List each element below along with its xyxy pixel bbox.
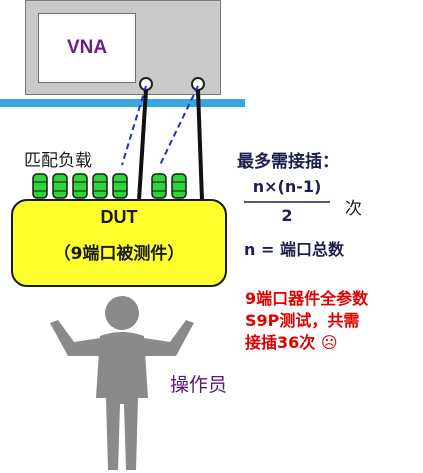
load-connector-icon xyxy=(92,173,108,199)
formula-heading: 最多需接插： xyxy=(237,152,339,172)
formula-denominator: 2 xyxy=(281,206,293,225)
note-line-2: S9P测试，共需 xyxy=(245,311,360,330)
load-connector-icon xyxy=(32,173,48,199)
instrument-shelf xyxy=(0,99,245,107)
operator-figure-icon xyxy=(50,296,194,470)
load-connector-icon xyxy=(112,173,128,199)
load-connector-icon xyxy=(171,173,187,199)
load-connector-icon xyxy=(72,173,88,199)
dut-title: DUT xyxy=(100,207,138,227)
load-connector-icon xyxy=(52,173,68,199)
vna-screen xyxy=(38,13,136,83)
test-cable-2 xyxy=(196,89,204,201)
formula-unit: 次 xyxy=(345,199,362,219)
reconnect-dashed-line-1 xyxy=(121,85,147,166)
load-connector-icon xyxy=(151,173,167,199)
dut-box xyxy=(11,199,227,287)
formula-definition: n = 端口总数 xyxy=(244,240,344,259)
vna-label: VNA xyxy=(66,37,108,58)
operator-label: 操作员 xyxy=(170,374,228,396)
reconnect-dashed-line-2 xyxy=(159,85,199,166)
formula-numerator: n×(n-1) xyxy=(252,177,322,196)
matched-load-label: 匹配负载 xyxy=(24,151,92,171)
matched-loads xyxy=(32,173,187,199)
test-cable-1 xyxy=(137,89,148,201)
note-line-1: 9端口器件全参数 xyxy=(245,289,369,308)
dut-subtitle: （9端口被测件） xyxy=(53,244,185,264)
note-line-3: 接插36次 ☹ xyxy=(245,333,338,352)
